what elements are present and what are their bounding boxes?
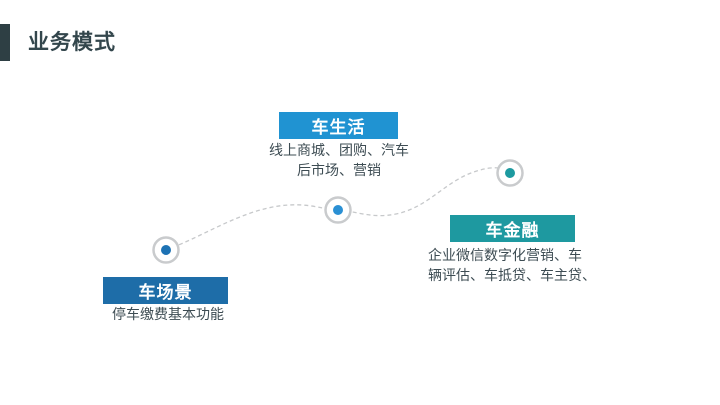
label-box-car-scene: 车场景: [103, 277, 228, 304]
desc-car-finance: 企业微信数字化营销、车 辆评估、车抵贷、车主贷、: [428, 245, 598, 285]
dashed-curve: [165, 167, 511, 251]
label-box-car-life: 车生活: [279, 112, 398, 139]
node-dot-car-scene: [161, 245, 171, 255]
title-accent-bar: [0, 24, 10, 61]
desc-car-scene: 停车缴费基本功能: [112, 304, 292, 324]
node-dot-car-finance: [505, 168, 515, 178]
node-dot-car-life: [333, 205, 343, 215]
desc-line: 辆评估、车抵贷、车主贷、: [428, 267, 596, 283]
page-title: 业务模式: [28, 31, 116, 54]
label-box-car-finance: 车金融: [450, 215, 575, 242]
label-car-scene: 车场景: [138, 283, 193, 302]
desc-line: 停车缴费基本功能: [112, 306, 224, 322]
desc-line: 企业微信数字化营销、车: [428, 247, 582, 263]
desc-line: 后市场、营销: [297, 162, 381, 178]
label-car-finance: 车金融: [485, 221, 540, 240]
desc-car-life: 线上商城、团购、汽车 后市场、营销: [249, 140, 429, 180]
label-car-life: 车生活: [311, 118, 366, 137]
desc-line: 线上商城、团购、汽车: [269, 142, 409, 158]
